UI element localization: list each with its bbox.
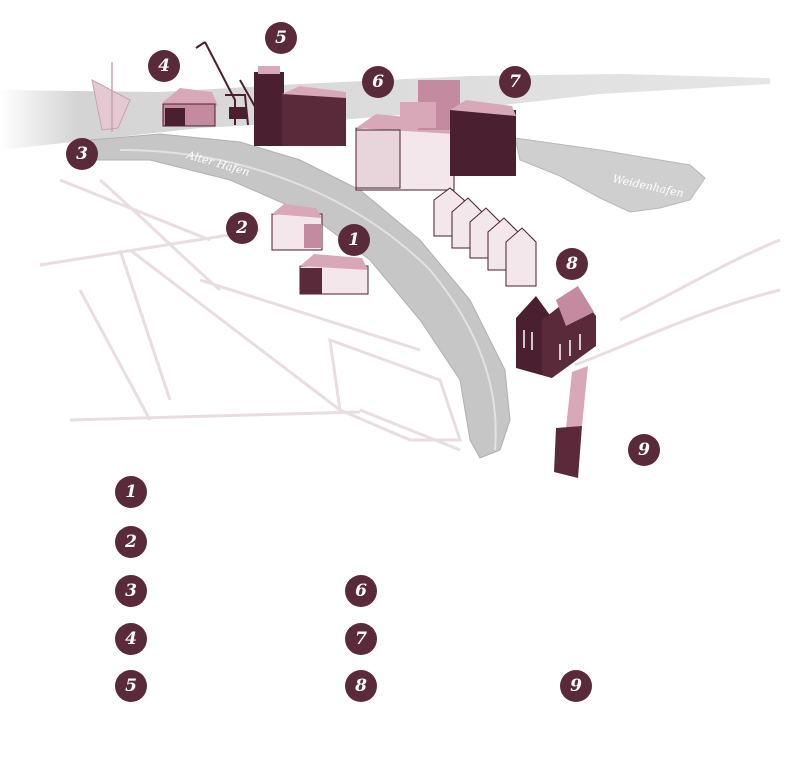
legend-entry-6[interactable]: 6 — [345, 575, 391, 607]
street-network — [39, 178, 781, 452]
legend-entry-5[interactable]: 5 — [115, 670, 161, 702]
legend-marker-8: 8 — [345, 670, 377, 702]
sailing-ship — [91, 62, 131, 132]
legend-marker-4: 4 — [115, 623, 147, 655]
map-marker-2[interactable]: 2 — [226, 212, 258, 244]
harbor-cranes — [195, 41, 259, 126]
east-basin — [514, 137, 706, 213]
legend-marker-3: 3 — [115, 575, 147, 607]
legend-entry-7[interactable]: 7 — [345, 623, 391, 655]
harbor-channel-edge — [119, 149, 497, 451]
legend-entry-3[interactable]: 3 — [115, 575, 161, 607]
legend-entry-1[interactable]: 1 — [115, 476, 161, 508]
legend-marker-2: 2 — [115, 526, 147, 558]
map-marker-9[interactable]: 9 — [628, 434, 660, 466]
building-2 — [271, 204, 323, 251]
building-1 — [299, 254, 369, 295]
legend-marker-6: 6 — [345, 575, 377, 607]
legend-marker-9: 9 — [560, 670, 592, 702]
map-marker-8[interactable]: 8 — [556, 248, 588, 280]
old-harbor-channel — [89, 133, 511, 459]
legend-marker-1: 1 — [115, 476, 147, 508]
building-4 — [162, 88, 218, 127]
map-marker-1[interactable]: 1 — [338, 224, 370, 256]
legend-entry-2[interactable]: 2 — [115, 526, 161, 558]
city-wall-9 — [554, 366, 588, 478]
legend-entry-4[interactable]: 4 — [115, 623, 161, 655]
legend-marker-7: 7 — [345, 623, 377, 655]
building-7 — [400, 80, 516, 176]
map-marker-4[interactable]: 4 — [148, 50, 180, 82]
map-marker-5[interactable]: 5 — [265, 22, 297, 54]
building-5 — [254, 66, 346, 146]
map-marker-3[interactable]: 3 — [66, 138, 98, 170]
legend-marker-5: 5 — [115, 670, 147, 702]
building-8-row-houses — [433, 187, 537, 287]
legend-entry-8[interactable]: 8 — [345, 670, 391, 702]
map-marker-7[interactable]: 7 — [499, 66, 531, 98]
map-marker-6[interactable]: 6 — [362, 66, 394, 98]
church-building — [516, 286, 596, 378]
legend-entry-9[interactable]: 9 — [560, 670, 606, 702]
